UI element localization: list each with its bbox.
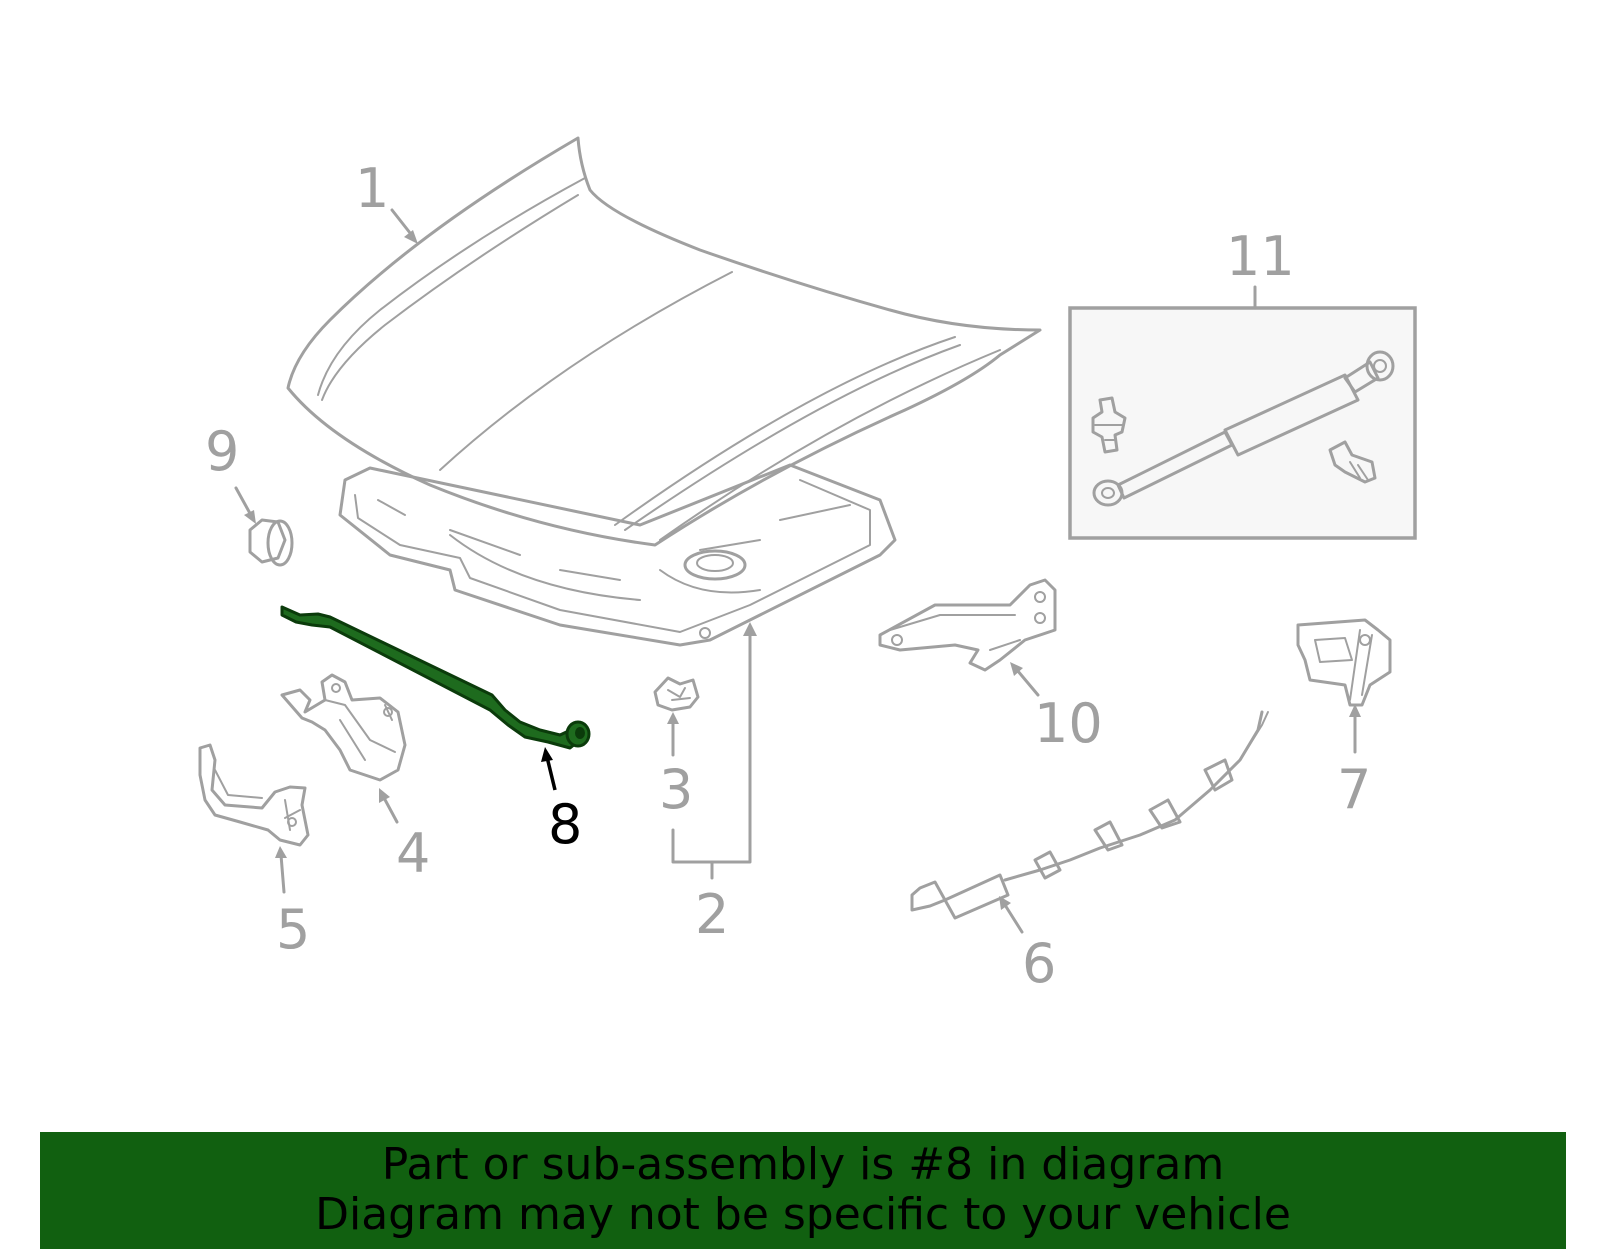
part-5-hinge-bracket[interactable] (198, 743, 310, 847)
gas-strut (1092, 350, 1395, 507)
part-11-strut-kit[interactable] (1068, 306, 1417, 540)
part-9-nut[interactable] (248, 518, 294, 567)
banner-line-disclaimer: Diagram may not be specific to your vehi… (315, 1189, 1291, 1240)
banner-line-part: Part or sub-assembly is #8 in diagram (381, 1139, 1225, 1190)
part-7-hood-latch[interactable] (1296, 618, 1392, 707)
callout-3: 3 (659, 758, 693, 821)
part-3-clip[interactable] (653, 676, 700, 712)
callout-8: 8 (548, 793, 582, 856)
callout-1: 1 (355, 157, 389, 220)
part-6-release-cable[interactable] (910, 710, 1269, 920)
leader-lines (234, 208, 1361, 934)
part-1-hood[interactable] (286, 136, 1042, 547)
callout-labels: 1 2 3 4 5 6 7 8 9 10 11 (205, 157, 1371, 995)
part-10-bracket[interactable] (878, 578, 1057, 672)
callout-4: 4 (396, 822, 430, 885)
callout-5: 5 (276, 898, 310, 961)
strut-bolt-left (1091, 396, 1127, 454)
part-4-hood-hinge[interactable] (280, 673, 407, 782)
info-banner: Part or sub-assembly is #8 in diagram Di… (40, 1132, 1566, 1249)
strut-bolt-right (1328, 440, 1377, 484)
callout-7: 7 (1337, 758, 1371, 821)
part-2-hood-insulator[interactable] (338, 463, 897, 647)
callout-9: 9 (205, 420, 239, 483)
callout-10: 10 (1034, 692, 1103, 755)
callout-6: 6 (1022, 932, 1056, 995)
part-8-hood-prop-rod[interactable] (280, 605, 591, 750)
callout-2: 2 (695, 883, 729, 946)
callout-11: 11 (1226, 225, 1295, 288)
